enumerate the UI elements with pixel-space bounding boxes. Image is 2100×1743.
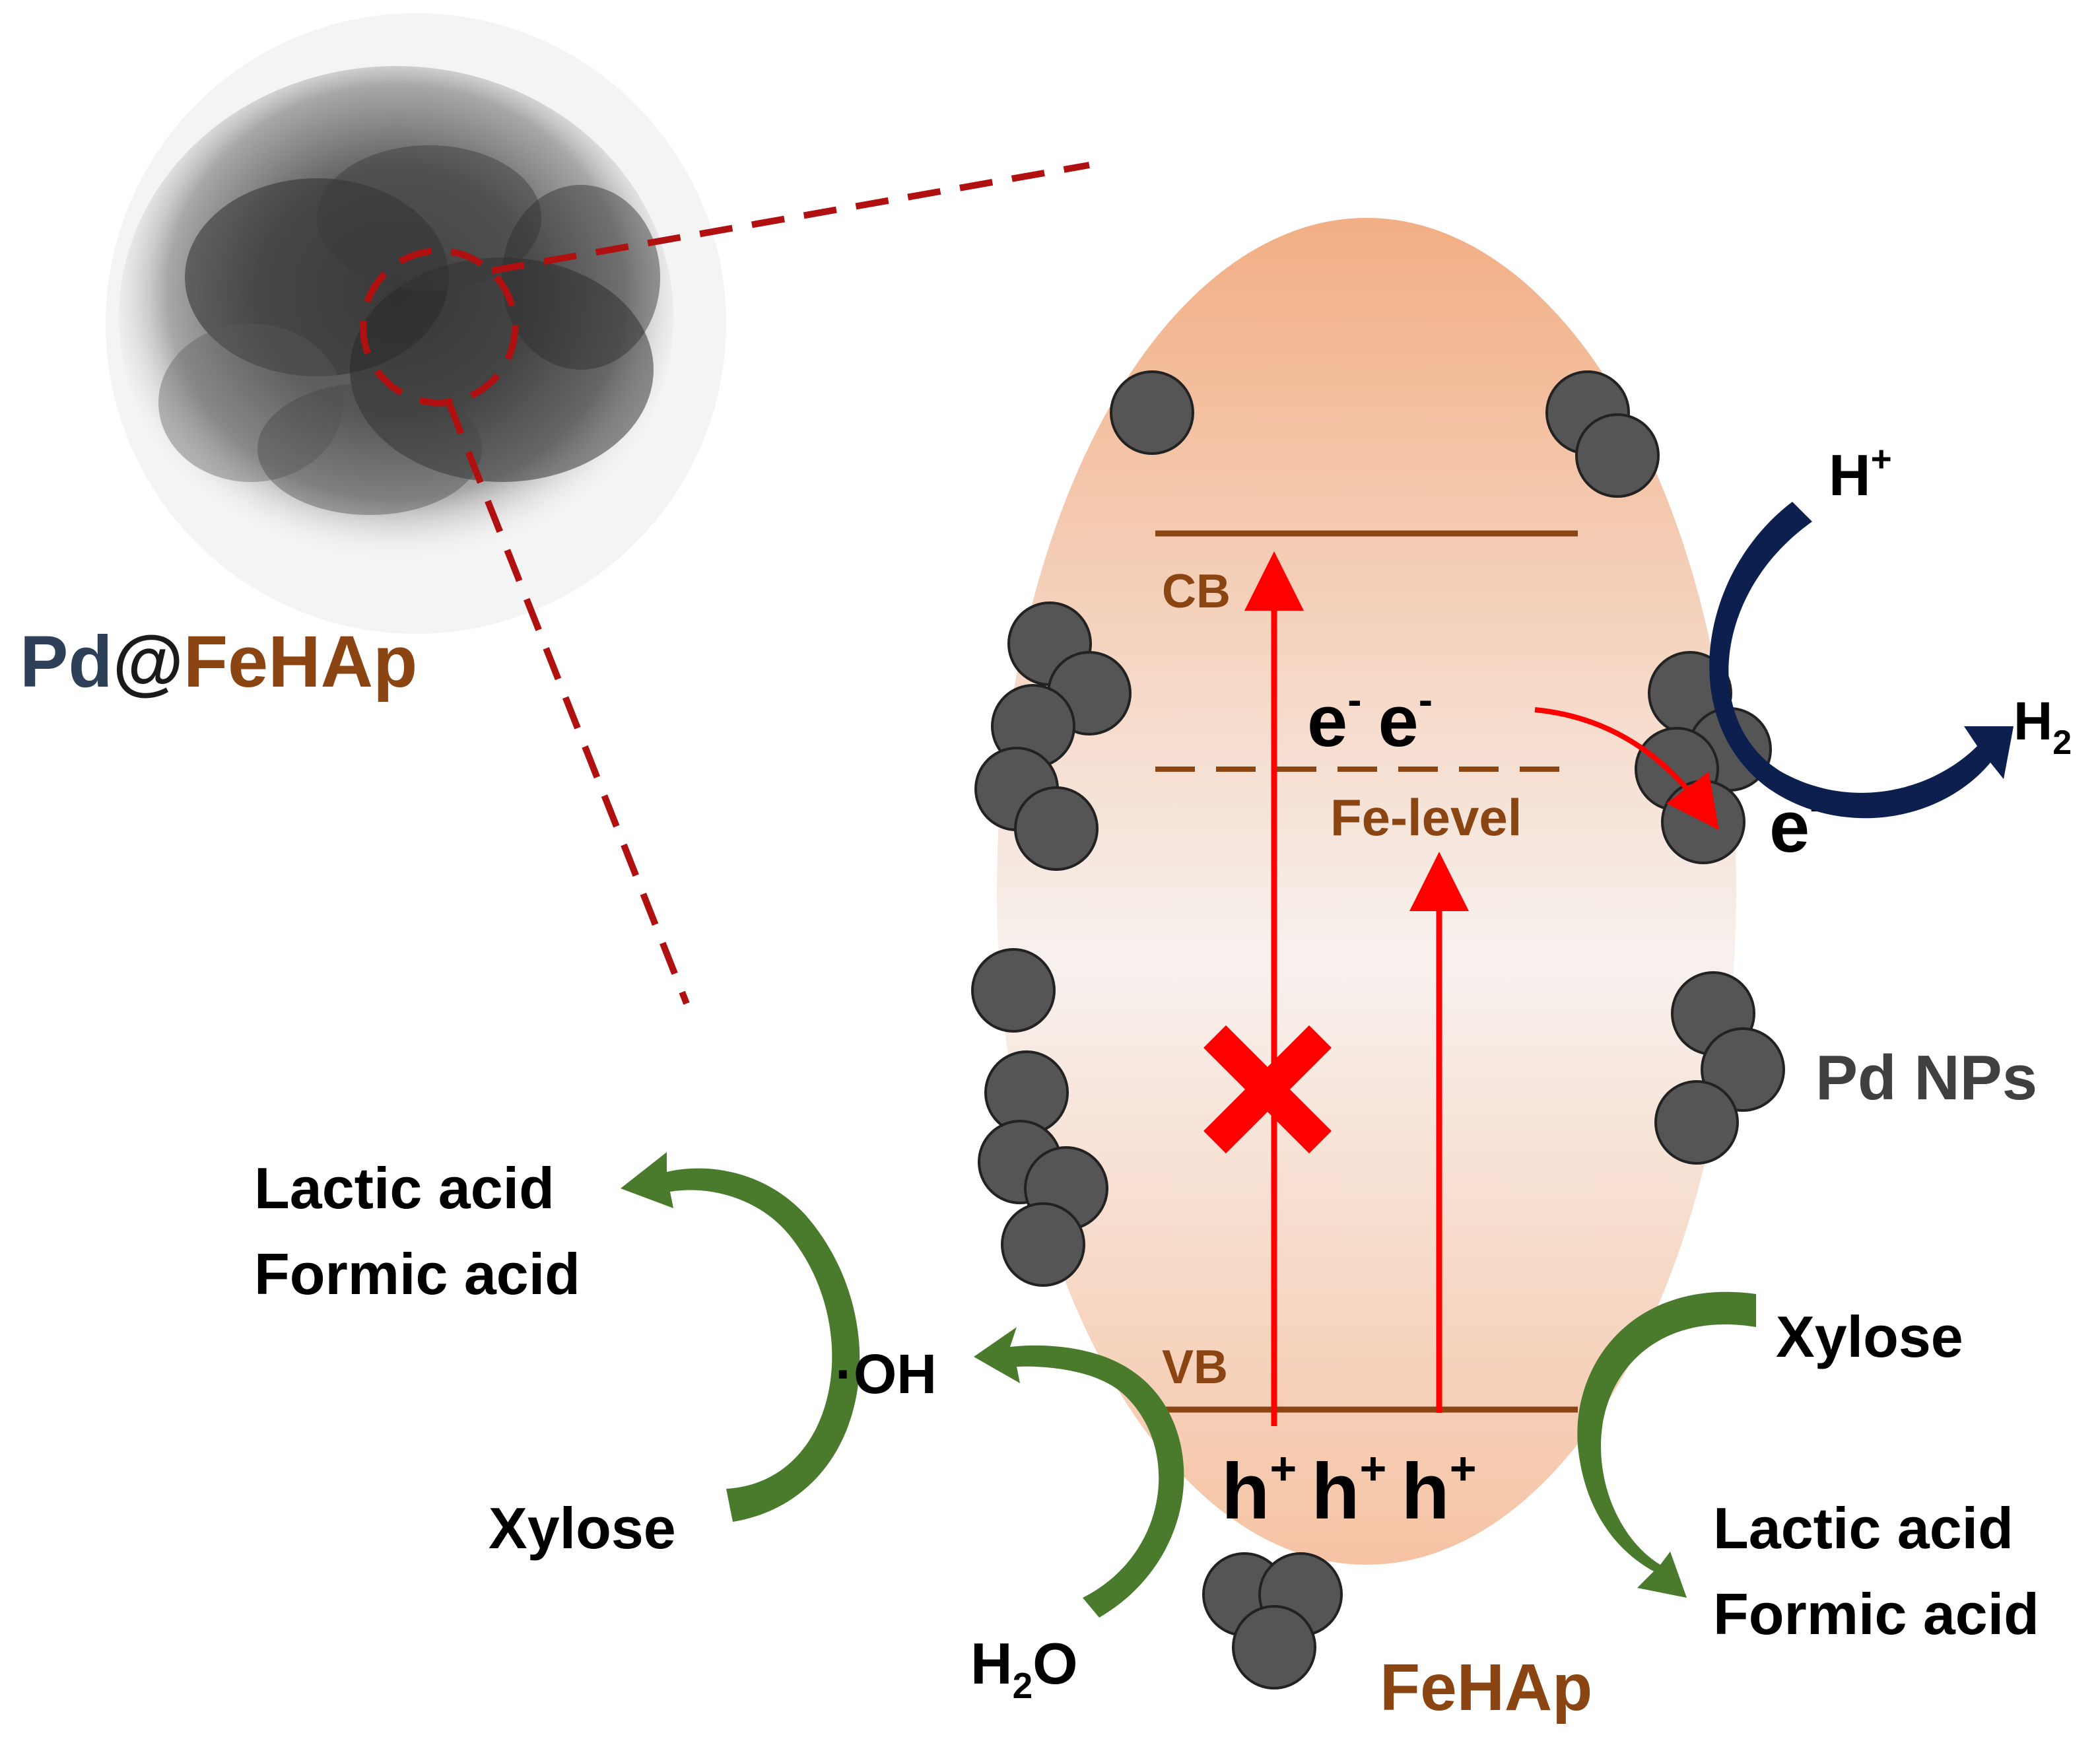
zoom-line-bottom (446, 401, 690, 1005)
right-oxidation-arrow (1577, 1291, 1756, 1598)
water-oxidation-arrow (974, 1327, 1184, 1618)
fehap-label: FeHAp (1380, 1651, 1592, 1725)
pd-np (971, 948, 1056, 1033)
zoom-circle (360, 248, 518, 406)
title-pd: Pd (20, 621, 113, 702)
pd-nanoparticles (971, 370, 1785, 1690)
tem-micrograph (106, 13, 726, 634)
fe-level-label: Fe-level (1330, 788, 1522, 846)
oh-radical-label: ·OH (835, 1343, 937, 1405)
h-plus-label: H+ (1829, 438, 1892, 508)
pd-np (1654, 1080, 1739, 1165)
right-lactic-acid-label: Lactic acid (1713, 1495, 2014, 1561)
right-xylose-label: Xylose (1776, 1304, 1963, 1369)
hydrogen-evolution-arrow (1709, 502, 2014, 819)
xylose-oxidation-arrow (621, 1152, 860, 1522)
holes-label: h+h+h+ (1221, 1443, 1477, 1536)
pd-np (1575, 413, 1660, 498)
zoom-indicator (360, 162, 1090, 1005)
cb-label: CB (1162, 565, 1231, 618)
blocked-transition-mark (1203, 1025, 1332, 1153)
fehap-particle (997, 218, 1736, 1565)
pd-np (1001, 1202, 1085, 1287)
title-fehap: FeHAp (184, 621, 417, 702)
pd-np (1110, 370, 1194, 455)
left-xylose-label: Xylose (489, 1495, 676, 1561)
pd-np (1661, 780, 1745, 864)
left-formic-acid-label: Formic acid (254, 1241, 580, 1307)
electrons-label: e-e- (1307, 676, 1433, 762)
zoom-line-top (491, 162, 1090, 274)
electron-transfer-arrow (1534, 707, 1719, 831)
h2o-label: H2O (970, 1631, 1078, 1706)
right-formic-acid-label: Formic acid (1713, 1581, 2039, 1647)
vb-label: VB (1162, 1341, 1228, 1394)
pd-nps-label: Pd NPs (1815, 1042, 2037, 1113)
left-lactic-acid-label: Lactic acid (254, 1155, 555, 1221)
catalyst-title: Pd@FeHAp (20, 621, 417, 702)
title-at: @ (113, 621, 184, 702)
h2-label: H2 (2014, 691, 2072, 762)
pd-np (1232, 1605, 1316, 1690)
pd-np (1014, 786, 1099, 871)
